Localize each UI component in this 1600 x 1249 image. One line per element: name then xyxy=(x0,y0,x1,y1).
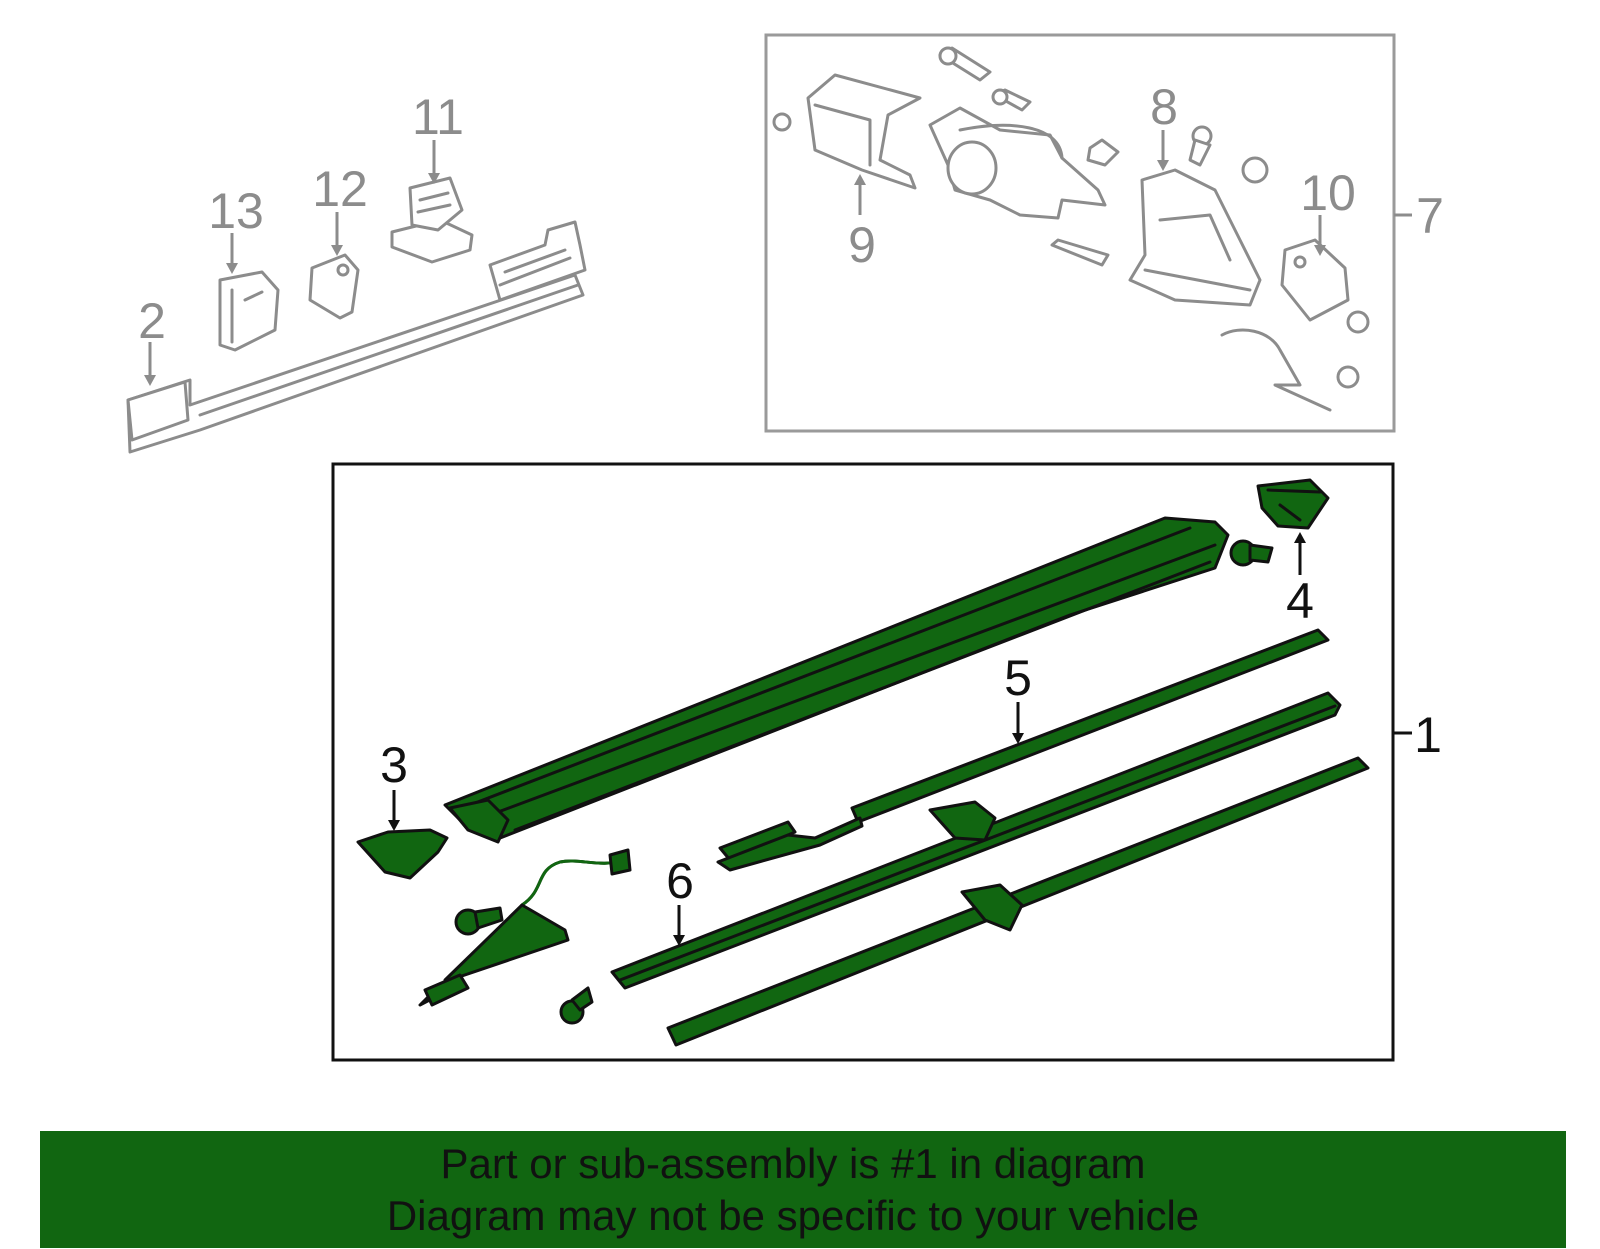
part-2-rail xyxy=(126,220,587,454)
part-8-housing xyxy=(1128,168,1262,307)
callout-3: 3 xyxy=(380,737,408,793)
callout-4: 4 xyxy=(1286,573,1314,629)
wire-harness xyxy=(418,848,632,1007)
running-board xyxy=(443,516,1230,844)
harness-gray xyxy=(1220,328,1332,412)
parts-diagram: 2 13 12 11 9 8 10 7 1 3 4 5 6 xyxy=(126,33,1444,1062)
part-12-bracket xyxy=(308,253,360,320)
part-10-plate xyxy=(1280,238,1350,322)
part-5-rail xyxy=(716,628,1330,872)
banner-line-2: Diagram may not be specific to your vehi… xyxy=(386,1191,1200,1239)
bolt-icons-group xyxy=(772,46,1370,389)
lower-rail xyxy=(666,756,1370,1047)
callout-10: 10 xyxy=(1300,165,1356,221)
callout-arrows xyxy=(144,130,1326,946)
callout-5: 5 xyxy=(1004,650,1032,706)
part-4-end-cap xyxy=(1256,478,1330,530)
callout-8: 8 xyxy=(1150,79,1178,135)
part-9-bracket xyxy=(806,73,922,190)
callout-9: 9 xyxy=(848,217,876,273)
banner-line-1: Part or sub-assembly is #1 in diagram xyxy=(440,1139,1146,1187)
part-13-module xyxy=(218,270,280,352)
motor-unit xyxy=(928,106,1107,220)
part-6-rail xyxy=(610,691,1342,990)
callout-7: 7 xyxy=(1416,188,1444,244)
callout-13: 13 xyxy=(208,183,264,239)
bolt-green-2 xyxy=(454,906,504,936)
callout-6: 6 xyxy=(666,853,694,909)
bolt-green-1 xyxy=(1229,539,1274,567)
callout-12: 12 xyxy=(312,161,368,217)
callout-2: 2 xyxy=(138,293,166,349)
assembly-1-box xyxy=(331,462,1395,1062)
info-banner: Part or sub-assembly is #1 in diagram Di… xyxy=(40,1131,1566,1248)
small-clip xyxy=(1050,238,1110,267)
assembly-7-box xyxy=(764,33,1396,433)
part-11-switch xyxy=(390,176,474,264)
part-3-end-cap xyxy=(356,828,449,880)
callout-1: 1 xyxy=(1414,707,1442,763)
callout-11: 11 xyxy=(412,89,464,145)
bolt-green-3 xyxy=(559,986,594,1025)
